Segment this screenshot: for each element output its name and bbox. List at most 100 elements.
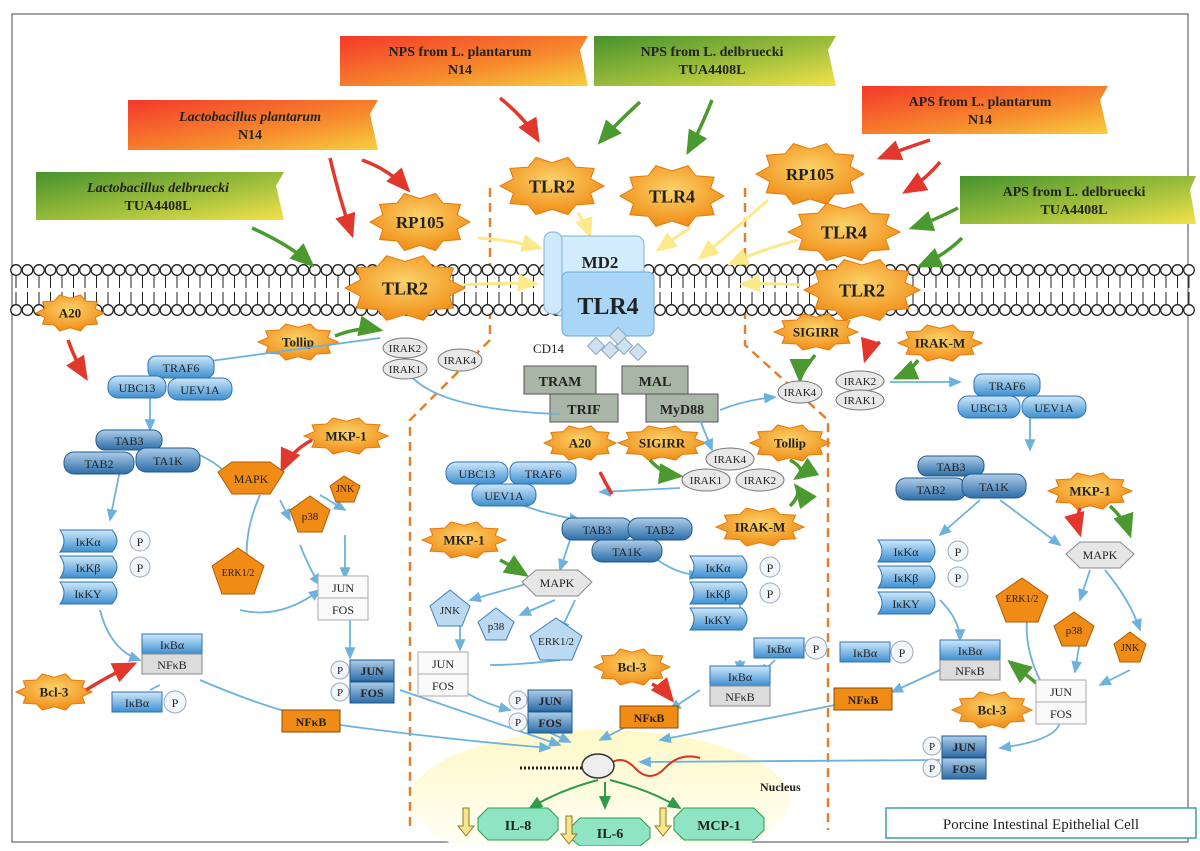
phospho-circle-right: [922, 736, 942, 756]
ta1k-center: TA1K: [612, 545, 642, 559]
a20-star-center-label: A20: [569, 436, 591, 451]
mkp1-star-right: MKP-1: [1046, 472, 1134, 510]
irak2-left: IRAK2: [389, 343, 421, 355]
stimulus-ld: Lactobacillus delbruecki TUA4408L: [36, 172, 284, 220]
erk-center: ERK1/2: [538, 636, 574, 648]
ikba-nfkb-boxes: IκBα NFκB IκBα P IκBα NFκB IκBα P IκBα N…: [111, 633, 1001, 714]
rp105-star-right-label: RP105: [786, 165, 834, 184]
traf6-complex-right: TRAF6 UBC13 UEV1A: [957, 373, 1087, 419]
sigirr-star-right: SIGIRR: [772, 313, 860, 351]
ligand-transfer-arrows: [461, 198, 801, 293]
ubc13-left: UBC13: [119, 381, 156, 395]
uev1a-right: UEV1A: [1034, 401, 1074, 415]
ta1k-right: TA1K: [979, 480, 1009, 494]
a20-star-center: A20: [542, 425, 618, 461]
nps-lp-line2: N14: [448, 63, 472, 78]
ikka-center: IκKα: [706, 561, 732, 575]
phospho-circle-left: [330, 660, 350, 680]
phospho-circle-center: [508, 712, 528, 732]
ikkb-right: IκKβ: [894, 571, 919, 585]
irak4-right: IRAK4: [784, 387, 817, 399]
jun-left-light: JUN: [332, 581, 354, 595]
tab3-left: TAB3: [114, 434, 143, 448]
aps-lp-line1: APS from L. plantarum: [909, 95, 1052, 110]
tram-label: TRAM: [539, 375, 582, 390]
aps-ld-line1: APS from L. delbruecki: [1003, 185, 1146, 200]
mapk-right-label: MAPK: [1083, 548, 1118, 562]
tlr2-star-right: TLR2: [802, 259, 922, 321]
ubc13-center: UBC13: [459, 467, 496, 481]
p-ikkb-right: P: [955, 571, 962, 585]
tlr4-star-right-label: TLR4: [821, 222, 867, 242]
irak1-left: IRAK1: [389, 364, 421, 376]
mapk-center: MAPK: [521, 569, 593, 597]
stimulus-lp: Lactobacillus plantarum N14: [128, 100, 378, 150]
irakm-star-right: IRAK-M: [896, 324, 984, 362]
ikka-right: IκKα: [894, 545, 920, 559]
mcp1-label: MCP-1: [697, 819, 741, 834]
active-nfkb: NFκB NFκB NFκB: [281, 687, 893, 733]
down-arrow-icon: [559, 815, 579, 845]
a20-star-left-label: A20: [59, 306, 81, 321]
jun-box-right: [941, 735, 987, 758]
sigirr-star-right-label: SIGIRR: [793, 325, 840, 340]
aps-ld-line2: TUA4408L: [1041, 203, 1108, 218]
mkp1-star-left-label: MKP-1: [325, 429, 366, 444]
irakm-star-center-label: IRAK-M: [735, 520, 786, 535]
jun-phospho-right: JUN: [952, 740, 976, 754]
jnk-left: JNK: [336, 484, 355, 495]
stimulus-aps-lp: APS from L. plantarum N14: [862, 86, 1108, 134]
pentagons-right: ERK1/2 p38 JNK: [995, 577, 1147, 663]
fos-phospho-left: FOS: [360, 686, 384, 700]
nfkb-right-active: NFκB: [848, 693, 879, 707]
ikkb-shape-center: [689, 581, 748, 605]
mapk-right: MAPK: [1065, 541, 1135, 569]
ikba-left: IκBα: [160, 638, 185, 652]
irakm-star-center: IRAK-M: [714, 507, 806, 547]
trif-label: TRIF: [567, 403, 600, 418]
p38-left: p38: [302, 511, 319, 523]
a20-star-left: A20: [34, 294, 106, 332]
ld-line1: Lactobacillus delbruecki: [86, 181, 229, 196]
ikka-shape-right: [877, 539, 936, 563]
stimulus-nps-ld: NPS from L. delbruecki TUA4408L: [594, 36, 836, 86]
ikba-left-free: IκBα: [125, 696, 150, 710]
cell-label-text: Porcine Intestinal Epithelial Cell: [943, 817, 1139, 833]
phospho-ikka-right: [947, 540, 969, 562]
p-fos-center: P: [515, 717, 521, 729]
ikky-center: IκKY: [704, 613, 732, 627]
rp105-star-right: RP105: [754, 143, 866, 205]
fos-phospho-right: FOS: [952, 762, 976, 776]
bcl3-star-left: Bcl-3: [14, 673, 94, 711]
ikba-right-free: IκBα: [853, 646, 878, 660]
p-ikka-center: P: [767, 561, 774, 575]
traf6-left: TRAF6: [163, 361, 200, 375]
ikkb-shape-right: [877, 565, 936, 589]
phospho-ikkb-center: [759, 582, 781, 604]
ld-line2: TUA4408L: [125, 199, 192, 214]
tlr4-md2-complex: MD2 TLR4 CD14: [533, 231, 655, 362]
phospho-circle-right: [922, 758, 942, 778]
fos-right-light: FOS: [1050, 707, 1072, 721]
p38-center: p38: [488, 621, 505, 633]
tlr2-star-left-label: TLR2: [382, 278, 428, 298]
pentagons-left: p38 JNK ERK1/2: [211, 475, 361, 595]
p-ikba-center: P: [813, 642, 820, 656]
nps-lp-line1: NPS from L. plantarum: [389, 45, 532, 60]
tlr4-star-right: TLR4: [786, 202, 902, 262]
aps-lp-line2: N14: [968, 113, 992, 128]
phospho-ikkb-right: [947, 566, 969, 588]
phospho-circle-center: [508, 690, 528, 710]
mapk-left: MAPK: [217, 461, 285, 495]
p-fos-left: P: [337, 687, 343, 699]
irak-cluster-left: IRAK2 IRAK1 IRAK4: [382, 337, 483, 380]
p-jun-center: P: [515, 695, 521, 707]
tlr4-center-box: [561, 271, 655, 337]
erk-right: ERK1/2: [1006, 594, 1039, 605]
ikky-shape-right: [877, 591, 936, 615]
jun-phospho-left: JUN: [360, 664, 384, 678]
tab-complex-left: TAB3 TAB2 TA1K: [63, 429, 201, 475]
tlr2-star-right-label: TLR2: [839, 280, 885, 300]
traf6-center: TRAF6: [525, 467, 562, 481]
